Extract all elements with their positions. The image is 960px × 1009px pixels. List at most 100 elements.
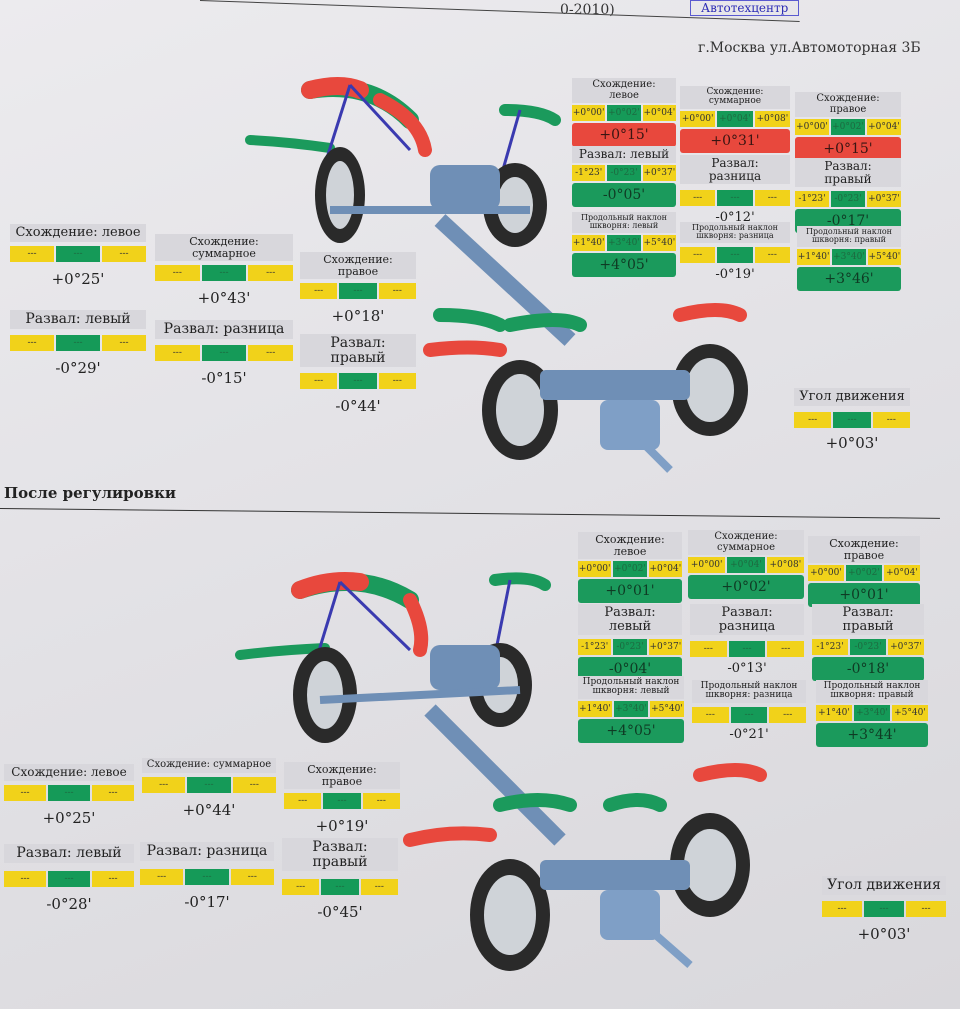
range-max: +0°04'	[642, 105, 676, 121]
range-min: ---	[155, 265, 200, 282]
range-max: +0°08'	[766, 557, 804, 573]
range-mid: ---	[323, 793, 361, 810]
measured-value: +0°01'	[578, 579, 682, 604]
range-mid: ---	[339, 373, 377, 390]
range-min: ---	[155, 344, 200, 361]
range-mid: ---	[339, 283, 377, 300]
param-label: Развал: левый	[578, 604, 682, 636]
range-mid: -0°23'	[607, 164, 641, 181]
range-max: ---	[906, 900, 946, 917]
range-min: +0°00'	[572, 105, 606, 121]
param-label: Развал: правый	[812, 604, 924, 636]
after-rear-toe-left: Схождение: левое --- --- --- +0°25'	[4, 764, 134, 827]
range-mid: +0°04'	[727, 557, 765, 573]
suspension-diagram-before	[240, 70, 760, 490]
range-min: ---	[282, 879, 320, 896]
after-front-camber-right: Развал: правый -1°23' -0°23' +0°37' -0°1…	[812, 604, 924, 682]
param-label: Развал: левый	[572, 146, 676, 163]
measured-value: -0°28'	[46, 894, 92, 913]
measured-value: +0°01'	[808, 583, 920, 608]
range-min: ---	[140, 868, 184, 885]
range-mid: ---	[48, 870, 90, 887]
range-max: +0°37'	[642, 164, 676, 181]
measured-value: +0°19'	[315, 817, 369, 836]
measured-value: -0°44'	[335, 397, 381, 416]
param-label: Угол движения	[822, 876, 946, 895]
measured-value: -0°45'	[317, 903, 363, 922]
range-mid: ---	[730, 706, 768, 723]
measured-value: +0°02'	[688, 575, 804, 599]
after-rear-toe-right: Схождение: правое --- --- --- +0°19'	[284, 762, 400, 835]
measured-value: -0°21'	[729, 726, 769, 742]
section-divider	[0, 508, 940, 519]
range-max: ---	[378, 283, 416, 300]
range-mid: ---	[201, 265, 247, 282]
range-mid: ---	[56, 245, 100, 262]
param-label: Развал: разница	[690, 604, 804, 636]
range-min: -1°23'	[572, 164, 606, 181]
param-label: Развал: правый	[795, 158, 901, 188]
range-mid: +0°02'	[846, 565, 882, 582]
range-max: ---	[767, 641, 805, 658]
param-label: Развал: левый	[10, 310, 146, 329]
range-max: ---	[769, 706, 807, 723]
range-max: +0°08'	[754, 110, 790, 127]
param-label: Схождение: левое	[4, 764, 134, 781]
range-max: +5°40'	[892, 704, 928, 721]
range-min: +0°00'	[680, 110, 716, 127]
range-min: +0°00'	[578, 561, 612, 578]
range-mid: ---	[48, 784, 90, 801]
param-label: Схождение: левое	[578, 532, 682, 560]
param-label: Схождение: суммарное	[155, 234, 293, 262]
range-mid: +0°02'	[613, 561, 647, 578]
document-code: 0-2010)	[560, 2, 615, 18]
measured-value: -0°18'	[812, 657, 924, 682]
measured-value: -0°15'	[201, 368, 247, 387]
range-min: +1°40'	[572, 234, 606, 251]
range-mid: ---	[187, 776, 231, 793]
measured-value: -0°17'	[184, 892, 230, 911]
range-max: +5°40'	[642, 234, 676, 251]
before-rear-toe-right: Схождение: правое --- --- --- +0°18'	[300, 252, 416, 325]
range-max: +0°04'	[867, 119, 901, 135]
param-label: Продольный наклон шкворня: правый	[816, 680, 928, 703]
after-front-caster-diff: Продольный наклон шкворня: разница --- -…	[692, 680, 807, 742]
range-mid: -0°23'	[831, 191, 865, 208]
before-front-camber-diff: Развал: разница --- --- --- -0°12'	[680, 155, 790, 225]
param-label: Схождение: правое	[795, 92, 901, 117]
range-min: ---	[300, 373, 338, 390]
param-label: Продольный наклон шкворня: левый	[572, 212, 676, 233]
service-address: г.Москва ул.Автомоторная 3Б	[698, 40, 921, 56]
before-front-caster-diff: Продольный наклон шкворня: разница --- -…	[680, 222, 790, 282]
measured-value: +0°15'	[572, 123, 676, 147]
param-label: Схождение: правое	[300, 252, 416, 280]
range-max: ---	[102, 245, 146, 262]
range-max: +0°04'	[884, 565, 920, 582]
param-label: Схождение: суммарное	[142, 758, 276, 773]
before-rear-camber-right: Развал: правый --- --- --- -0°44'	[300, 334, 416, 415]
range-mid: ---	[56, 334, 100, 351]
range-mid: +3°40'	[614, 700, 648, 717]
range-min: ---	[822, 900, 862, 917]
measured-value: +4°05'	[578, 718, 684, 743]
range-min: ---	[690, 641, 727, 658]
param-label: Развал: разница	[155, 320, 293, 339]
range-mid: ---	[864, 900, 904, 917]
range-max: ---	[232, 776, 276, 793]
measured-value: +3°46'	[797, 266, 901, 291]
measured-value: -0°12'	[715, 210, 755, 226]
param-label: Развал: правый	[300, 334, 416, 368]
range-min: +0°00'	[795, 119, 829, 135]
after-front-toe-left: Схождение: левое +0°00' +0°02' +0°04' +0…	[578, 532, 682, 604]
range-min: ---	[284, 793, 322, 810]
param-label: Схождение: правое	[808, 536, 920, 564]
measured-value: +0°15'	[795, 137, 901, 161]
param-label: Схождение: суммарное	[688, 530, 804, 555]
range-max: +0°04'	[648, 561, 682, 578]
range-mid: -0°23'	[850, 639, 886, 656]
before-rear-toe-left: Схождение: левое --- --- --- +0°25'	[10, 224, 146, 288]
range-min: +1°40'	[797, 248, 831, 265]
measured-value: +0°44'	[182, 800, 236, 819]
measured-value: +0°03'	[825, 433, 879, 452]
range-max: ---	[92, 784, 134, 801]
